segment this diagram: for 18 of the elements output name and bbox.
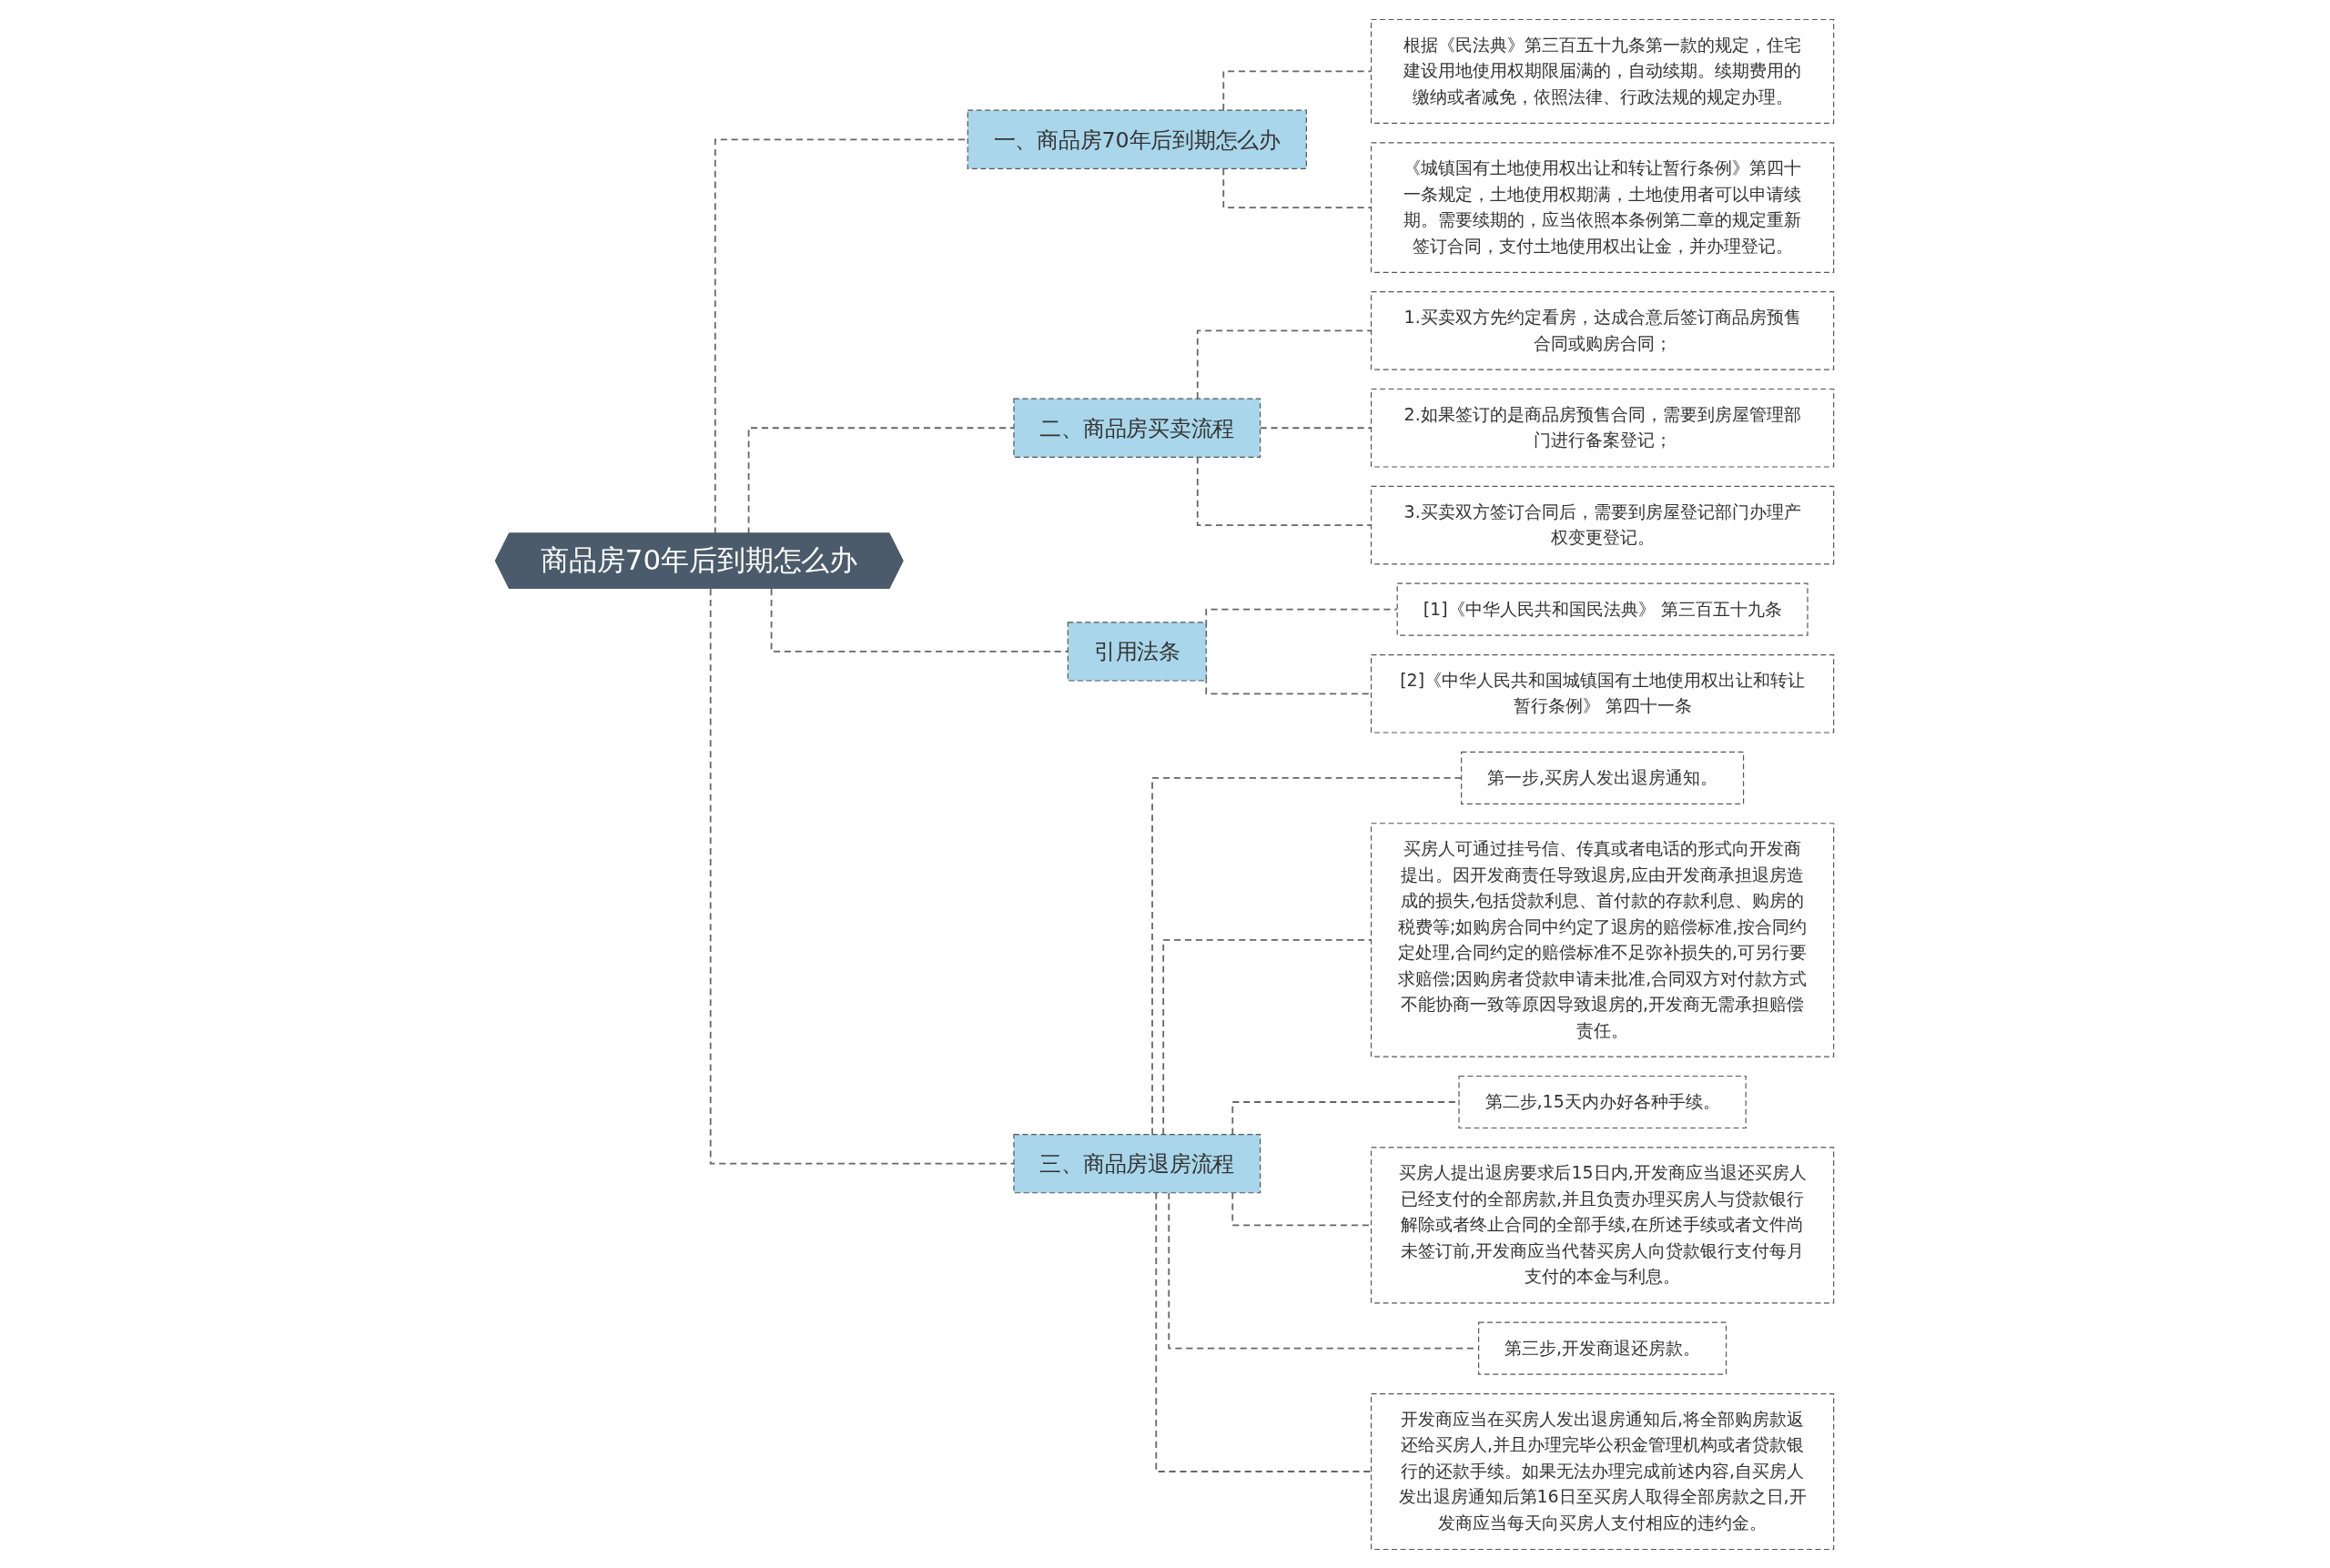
- node-box: 三、商品房退房流程: [1013, 1133, 1261, 1193]
- node-box: 2.如果签订的是商品房预售合同，需要到房屋管理部门进行备案登记；: [1371, 388, 1835, 468]
- node-box: 引用法条: [1068, 621, 1208, 682]
- node-box: [1]《中华人民共和国民法典》 第三百五十九条: [1397, 582, 1809, 636]
- node-box: 开发商应当在买房人发出退房通知后,将全部购房款返还给买房人,并且办理完毕公积金管理机构或者贷款银行的还款手续。如果无法办理完成前述内容,自买房人发出退房通知后第16日至买房人取得全部房款之日,开发商应当每天向买房人支付相应的违约金。: [1371, 1392, 1835, 1550]
- node-box: 一、商品房70年后到期怎么办: [967, 109, 1308, 169]
- node-box: [2]《中华人民共和国城镇国有土地使用权出让和转让暂行条例》 第四十一条: [1371, 653, 1835, 733]
- node-box: 买房人提出退房要求后15日内,开发商应当退还买房人已经支付的全部房款,并且负责办理买房人与贷款银行解除或者终止合同的全部手续,在所述手续或者文件尚未签订前,开发商应当代替买房人向贷款银行支付每月支付的本金与利息。: [1371, 1146, 1835, 1303]
- node-box: 《城镇国有土地使用权出让和转让暂行条例》第四十一条规定，土地使用权期满，土地使用者可以申请续期。需要续期的，应当依照本条例第二章的规定重新签订合同，支付土地使用权出让金，并办理登记。: [1371, 141, 1835, 273]
- node-box: 第二步,15天内办好各种手续。: [1458, 1075, 1748, 1128]
- node-box: 根据《民法典》第三百五十九条第一款的规定，住宅建设用地使用权期限届满的，自动续期。续期费用的缴纳或者减免，依照法律、行政法规的规定办理。: [1371, 18, 1835, 124]
- connector: [1151, 776, 1463, 1136]
- node-box: 1.买卖双方先约定看房，达成合意后签订商品房预售合同或购房合同；: [1371, 290, 1835, 370]
- node-box: 第一步,买房人发出退房通知。: [1461, 751, 1745, 804]
- node-box: 第三步,开发商退还房款。: [1478, 1321, 1727, 1375]
- node-box: 二、商品房买卖流程: [1013, 398, 1261, 458]
- node-box: 3.买卖双方签订合同后，需要到房屋登记部门办理产权变更登记。: [1371, 485, 1835, 564]
- node-box: 买房人可通过挂号信、传真或者电话的形式向开发商提出。因开发商责任导致退房,应由开发商承担退房造成的损失,包括贷款利息、首付款的存款利息、购房的税费等;如购房合同中约定了退房的赔偿标准,按合同约定处理,合同约定的赔偿标准不足弥补损失的,可另行要求赔偿;因购房者贷款申请未批准,合同双方对付款方式不能协商一致等原因导致退房的,开发商无需承担赔偿责任。: [1371, 822, 1835, 1057]
